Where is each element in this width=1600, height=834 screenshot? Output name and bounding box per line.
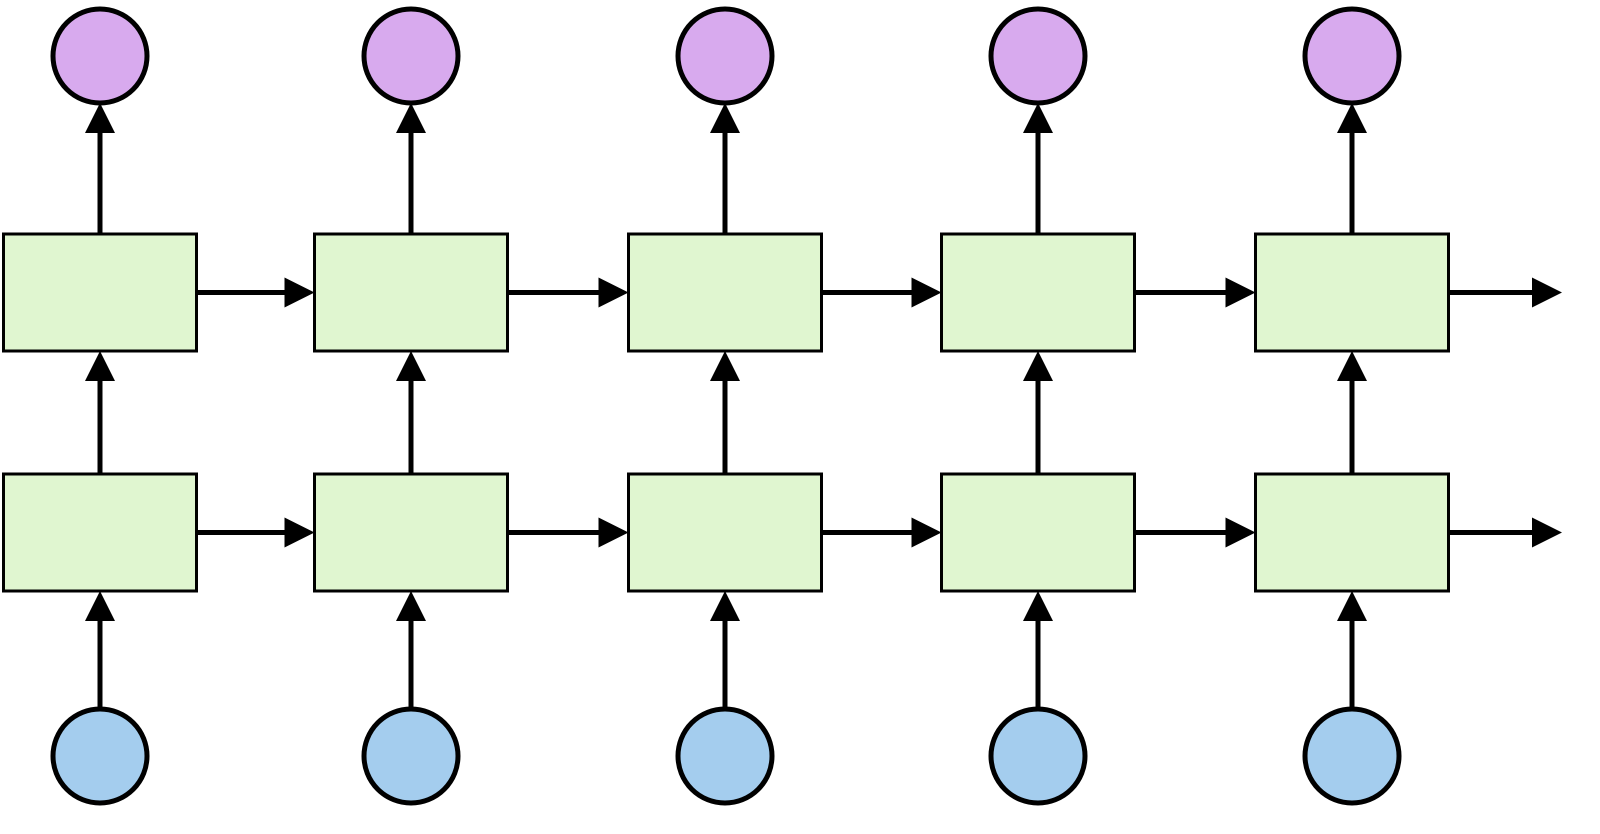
edge-recurrent-layer2-t5 [1448,277,1562,308]
edge-layer1-to-layer2-t5 [1337,351,1367,474]
edge-layer1-to-layer2-t2 [396,351,426,474]
edge-layer2-to-output-t2-head [396,103,426,133]
hidden-cell-layer2-t1 [2,232,198,353]
edge-recurrent-layer1-t4-head [1225,517,1256,548]
edge-recurrent-layer1-t4 [1134,517,1256,548]
input-node-t2 [361,706,461,806]
edge-layer2-to-output-t4-head [1023,103,1053,133]
input-node-t4 [988,706,1088,806]
output-node-t3 [675,6,775,106]
edge-layer2-to-output-t2 [396,103,426,234]
edge-recurrent-layer1-t2-head [598,517,629,548]
edge-layer1-to-layer2-t1 [85,351,115,474]
edge-layer2-to-output-t1 [85,103,115,234]
edge-input-to-layer1-t3 [710,591,740,709]
input-node-t5 [1302,706,1402,806]
hidden-cell-layer1-t5 [1254,472,1450,593]
edge-recurrent-layer1-t2 [507,517,629,548]
edge-input-to-layer1-t1-head [85,591,115,621]
input-node-t1 [50,706,150,806]
edge-layer1-to-layer2-t5-head [1337,351,1367,381]
edge-input-to-layer1-t1 [85,591,115,709]
edge-layer2-to-output-t4 [1023,103,1053,234]
edge-input-to-layer1-t2 [396,591,426,709]
edge-input-to-layer1-t3-head [710,591,740,621]
edge-layer1-to-layer2-t1-head [85,351,115,381]
hidden-cell-layer2-t4 [940,232,1136,353]
edge-layer1-to-layer2-t2-head [396,351,426,381]
edge-recurrent-layer2-t4 [1134,277,1256,308]
edge-recurrent-layer1-t1 [196,517,315,548]
edge-input-to-layer1-t2-head [396,591,426,621]
hidden-cell-layer1-t2 [313,472,509,593]
input-node-t3 [675,706,775,806]
edge-layer2-to-output-t1-head [85,103,115,133]
edge-recurrent-layer2-t1 [196,277,315,308]
edges [85,103,1562,709]
output-node-t5 [1302,6,1402,106]
edge-layer1-to-layer2-t3 [710,351,740,474]
edge-recurrent-layer1-t5-head [1532,517,1562,548]
hidden-cell-layer1-t3 [627,472,823,593]
hidden-cell-layer2-t5 [1254,232,1450,353]
edge-recurrent-layer1-t1-head [284,517,315,548]
edge-recurrent-layer1-t3 [821,517,942,548]
output-node-t1 [50,6,150,106]
edge-layer2-to-output-t3-head [710,103,740,133]
edge-input-to-layer1-t5 [1337,591,1367,709]
edge-layer2-to-output-t3 [710,103,740,234]
edge-recurrent-layer2-t5-head [1532,277,1562,308]
edge-recurrent-layer2-t3-head [911,277,942,308]
hidden-cell-layer2-t3 [627,232,823,353]
edge-input-to-layer1-t5-head [1337,591,1367,621]
edge-recurrent-layer2-t1-head [284,277,315,308]
edge-recurrent-layer2-t4-head [1225,277,1256,308]
edge-input-to-layer1-t4-head [1023,591,1053,621]
hidden-cell-layer1-t4 [940,472,1136,593]
edge-recurrent-layer1-t3-head [911,517,942,548]
edge-layer1-to-layer2-t4-head [1023,351,1053,381]
output-node-t2 [361,6,461,106]
edge-recurrent-layer1-t5 [1448,517,1562,548]
nodes [2,6,1450,806]
edge-layer2-to-output-t5 [1337,103,1367,234]
edge-recurrent-layer2-t3 [821,277,942,308]
edge-layer1-to-layer2-t4 [1023,351,1053,474]
hidden-cell-layer2-t2 [313,232,509,353]
edge-layer2-to-output-t5-head [1337,103,1367,133]
edge-recurrent-layer2-t2 [507,277,629,308]
output-node-t4 [988,6,1088,106]
hidden-cell-layer1-t1 [2,472,198,593]
edge-recurrent-layer2-t2-head [598,277,629,308]
edge-layer1-to-layer2-t3-head [710,351,740,381]
edge-input-to-layer1-t4 [1023,591,1053,709]
